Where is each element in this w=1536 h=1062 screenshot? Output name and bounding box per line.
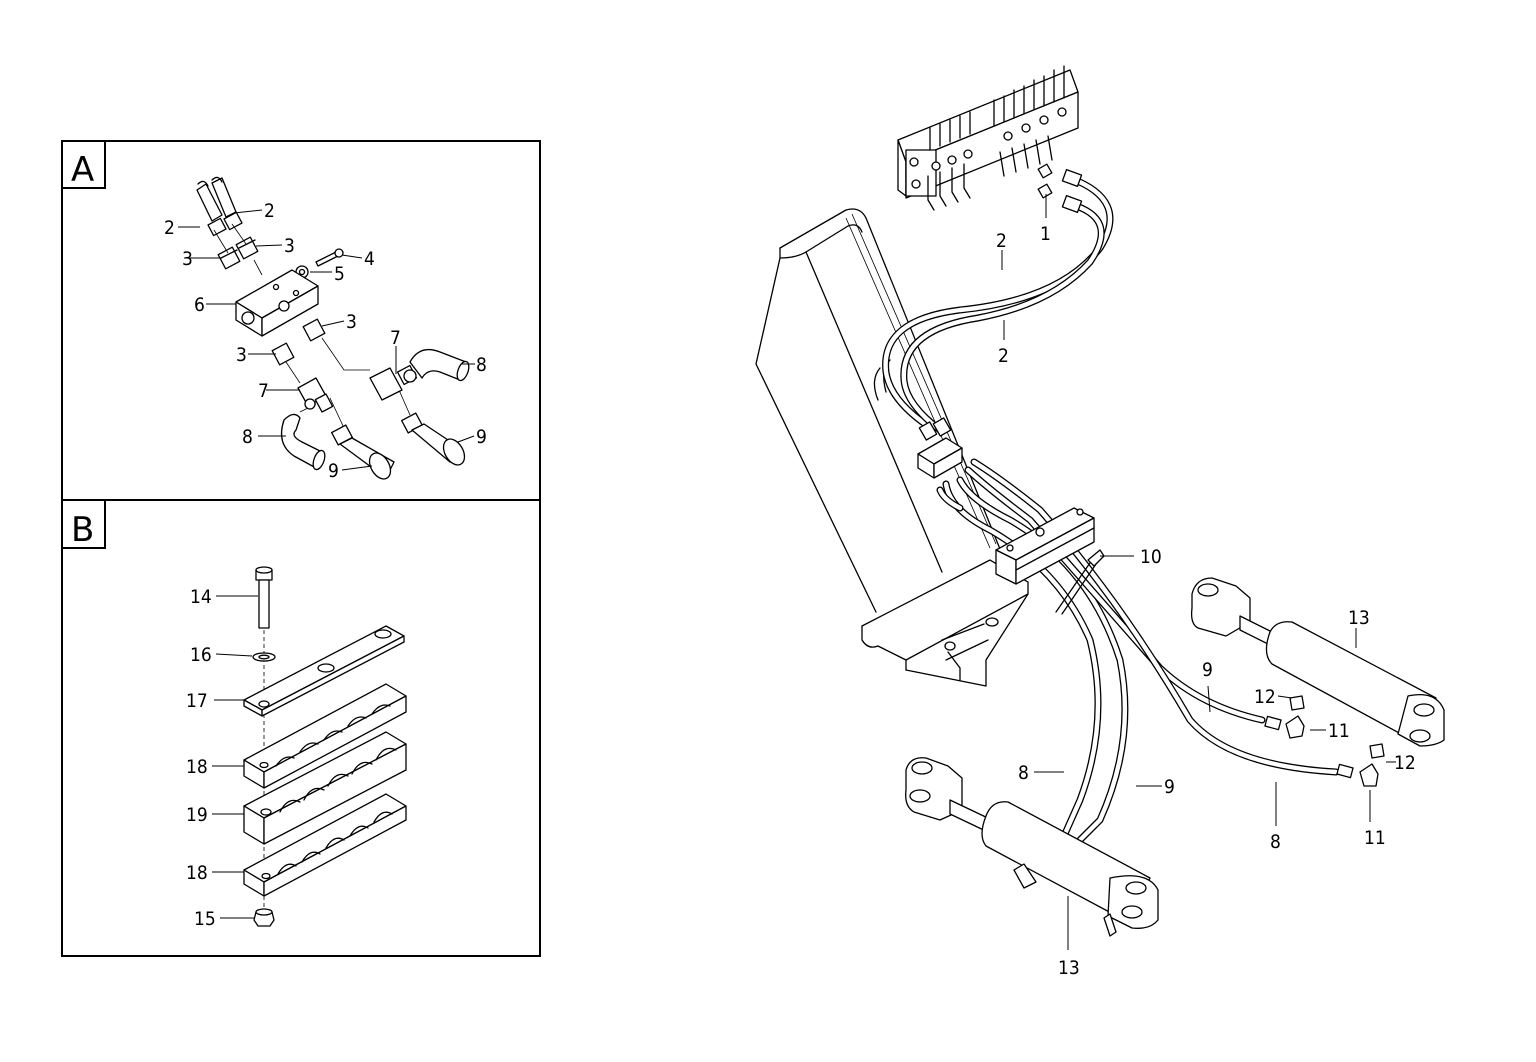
tee-7-left <box>297 377 334 413</box>
panel-b: B <box>61 499 541 957</box>
tee-7-right <box>369 364 418 401</box>
elbow-8-right <box>409 348 470 382</box>
elbow-8-left <box>280 413 326 471</box>
adapters-3-top <box>217 236 259 270</box>
clamp-half-18-bottom <box>243 793 407 897</box>
callout-m-10: 10 <box>1140 546 1162 568</box>
callout-m-9-left: 9 <box>1164 776 1175 798</box>
callout-a-2-right: 2 <box>264 200 275 222</box>
hose-9-right <box>401 412 466 466</box>
callout-a-7-right: 7 <box>390 327 401 349</box>
callout-m-11-lower: 11 <box>1364 827 1386 849</box>
callout-a-8-right: 8 <box>476 354 487 376</box>
panel-a-label-box <box>61 140 106 189</box>
callout-a-8-left: 8 <box>242 426 253 448</box>
callout-a-3-mid: 3 <box>346 311 357 333</box>
boom-structure <box>755 208 1029 687</box>
clamp-19 <box>243 731 407 845</box>
callout-b-16: 16 <box>190 644 212 666</box>
control-valve-bank <box>897 65 1079 211</box>
panel-b-letter: B <box>71 510 94 550</box>
callout-a-2-left: 2 <box>164 217 175 239</box>
callout-a-3-right: 3 <box>284 235 295 257</box>
callout-m-2-upper: 2 <box>996 230 1007 252</box>
hose-9-low <box>331 424 395 480</box>
callout-b-18-top: 18 <box>186 756 208 778</box>
fitting-12-lower <box>1369 743 1385 759</box>
panel-a: A <box>61 140 541 501</box>
callout-a-7-left: 7 <box>258 380 269 402</box>
callout-m-12-upper: 12 <box>1254 686 1276 708</box>
callout-a-3-left: 3 <box>182 248 193 270</box>
cylinder-13-upper <box>1190 577 1445 747</box>
main-view: 1 2 2 10 13 9 12 11 12 8 11 8 9 13 <box>755 65 1445 979</box>
callout-m-13-upper: 13 <box>1348 607 1370 629</box>
callout-a-3-low: 3 <box>236 344 247 366</box>
callout-m-13-lower: 13 <box>1058 957 1080 979</box>
tee-block <box>917 417 963 479</box>
callout-b-19: 19 <box>186 804 208 826</box>
callout-a-6: 6 <box>194 294 205 316</box>
callout-m-2-lower: 2 <box>998 345 1009 367</box>
lower-hoses <box>936 458 1340 844</box>
washer-16 <box>252 652 276 662</box>
callout-a-9-low: 9 <box>328 460 339 482</box>
screw-4 <box>315 248 344 267</box>
callout-a-4: 4 <box>364 248 375 270</box>
bolt-14 <box>255 566 273 629</box>
hose-clamp-assembly <box>995 507 1095 585</box>
fitting-12-upper <box>1289 695 1305 711</box>
panel-b-label-box <box>61 499 106 549</box>
fitting-1-a <box>1037 163 1053 179</box>
fitting-1-b <box>1037 183 1053 199</box>
cover-plate-17 <box>243 625 405 717</box>
callout-b-15: 15 <box>194 908 216 930</box>
callout-m-8-right: 8 <box>1270 831 1281 853</box>
callout-b-17: 17 <box>186 690 208 712</box>
fitting-11-lower <box>1336 763 1379 787</box>
callout-b-14: 14 <box>190 586 212 608</box>
valve-spools <box>927 65 1067 211</box>
adapter-3-low <box>271 342 295 366</box>
hose-pair-top <box>196 176 243 237</box>
callout-a-9-right: 9 <box>476 426 487 448</box>
valve-block-6 <box>235 269 319 337</box>
callout-m-12-lower: 12 <box>1394 752 1416 774</box>
clamp-half-18-top <box>243 683 407 789</box>
adapter-3-mid <box>302 318 326 342</box>
callout-m-1: 1 <box>1040 223 1051 245</box>
callout-m-11-upper: 11 <box>1328 720 1350 742</box>
callout-m-8-left: 8 <box>1018 762 1029 784</box>
callout-b-18-bottom: 18 <box>186 862 208 884</box>
callout-a-5: 5 <box>334 263 345 285</box>
nut-15 <box>253 908 275 927</box>
panel-a-letter: A <box>71 150 94 190</box>
callout-m-9-right: 9 <box>1202 659 1213 681</box>
panel-b-frame <box>61 499 541 957</box>
fitting-11-upper <box>1264 715 1305 739</box>
cylinder-13-lower <box>905 757 1159 937</box>
hoses-2 <box>882 168 1114 434</box>
